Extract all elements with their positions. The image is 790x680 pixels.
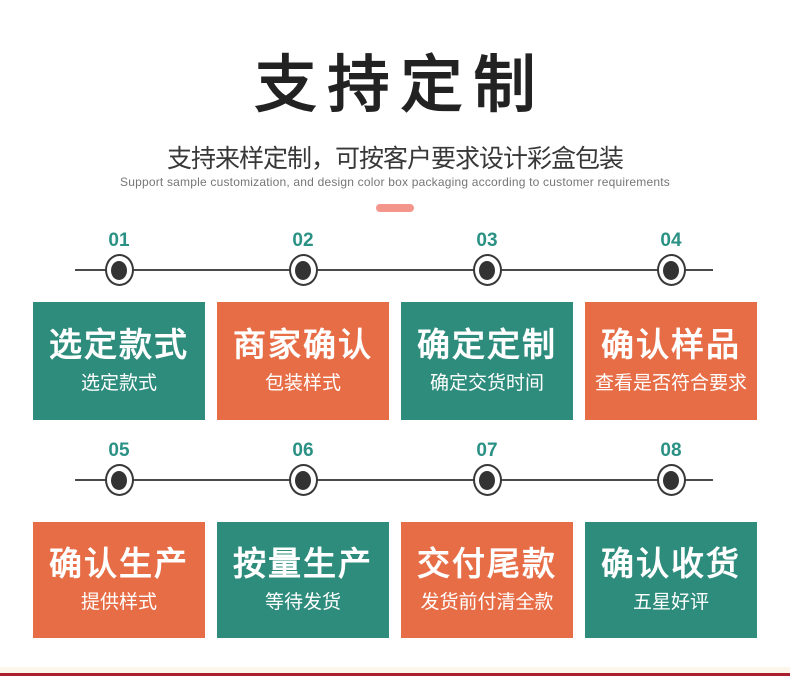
step-box-05: 确认生产 提供样式 [33, 522, 205, 638]
step-box-08: 确认收货 五星好评 [585, 522, 757, 638]
timeline-step-03: 03 [401, 228, 573, 290]
step-box-title: 确定定制 [417, 326, 557, 364]
next-section-edge [0, 667, 790, 673]
timeline-step-01: 01 [33, 228, 205, 290]
step-box-subtitle: 提供样式 [80, 591, 157, 613]
timeline-step-07: 07 [401, 438, 573, 500]
step-dot-inner [479, 470, 495, 490]
step-box-subtitle: 五星好评 [632, 591, 709, 613]
step-dot-inner [479, 260, 495, 280]
step-boxes-row-1: 选定款式 选定款式 商家确认 包装样式 确定定制 确定交货时间 确认样品 查看是… [0, 302, 790, 420]
step-number: 03 [476, 230, 498, 251]
step-box-subtitle: 选定款式 [80, 372, 157, 394]
step-box-title: 确认生产 [49, 545, 189, 583]
step-box-01: 选定款式 选定款式 [33, 302, 205, 420]
step-dot-inner [663, 260, 679, 280]
page-title: 支持定制 [254, 51, 547, 120]
step-box-title: 商家确认 [233, 326, 373, 364]
step-box-title: 选定款式 [49, 326, 189, 364]
step-box-06: 按量生产 等待发货 [217, 522, 389, 638]
step-number: 04 [660, 230, 682, 251]
timeline-step-04: 04 [585, 228, 757, 290]
step-box-subtitle: 确定交货时间 [429, 372, 544, 394]
step-dot-icon [472, 464, 502, 496]
step-number: 06 [292, 440, 314, 461]
step-dot-icon [288, 254, 318, 286]
step-box-title: 交付尾款 [417, 545, 557, 583]
step-box-07: 交付尾款 发货前付清全款 [401, 522, 573, 638]
subtitle: 支持来样定制，可按客户要求设计彩盒包装 [166, 145, 624, 173]
step-dot-inner [295, 260, 311, 280]
step-dot-icon [104, 464, 134, 496]
step-box-subtitle: 包装样式 [264, 372, 341, 394]
step-box-04: 确认样品 查看是否符合要求 [585, 302, 757, 420]
step-box-title: 确认收货 [601, 545, 741, 583]
step-number: 05 [108, 440, 130, 461]
subtitle-english: Support sample customization, and design… [120, 175, 670, 189]
step-number: 01 [108, 230, 130, 251]
timeline-line [75, 479, 713, 481]
timeline-step-08: 08 [585, 438, 757, 500]
step-box-subtitle: 发货前付清全款 [420, 591, 554, 613]
timeline-row-2: 05 06 07 08 [0, 438, 790, 500]
step-dot-icon [104, 254, 134, 286]
timeline-line [75, 269, 713, 271]
step-dot-inner [663, 470, 679, 490]
timeline-step-06: 06 [217, 438, 389, 500]
step-dot-icon [288, 464, 318, 496]
step-dot-icon [656, 254, 686, 286]
step-number: 08 [660, 440, 682, 461]
step-number: 07 [476, 440, 498, 461]
step-box-title: 按量生产 [233, 545, 373, 583]
step-boxes-row-2: 确认生产 提供样式 按量生产 等待发货 交付尾款 发货前付清全款 确认收货 五星… [0, 522, 790, 638]
step-dot-icon [656, 464, 686, 496]
step-dot-inner [111, 260, 127, 280]
step-box-02: 商家确认 包装样式 [217, 302, 389, 420]
step-dot-inner [111, 470, 127, 490]
next-section-border [0, 673, 790, 676]
step-box-title: 确认样品 [601, 326, 741, 364]
timeline-step-02: 02 [217, 228, 389, 290]
step-dot-inner [295, 470, 311, 490]
step-dot-icon [472, 254, 502, 286]
step-box-03: 确定定制 确定交货时间 [401, 302, 573, 420]
step-box-subtitle: 查看是否符合要求 [594, 372, 747, 394]
timeline-row-1: 01 02 03 04 [0, 228, 790, 290]
timeline-step-05: 05 [33, 438, 205, 500]
step-box-subtitle: 等待发货 [264, 591, 341, 613]
step-number: 02 [292, 230, 314, 251]
divider-pill [376, 204, 414, 212]
